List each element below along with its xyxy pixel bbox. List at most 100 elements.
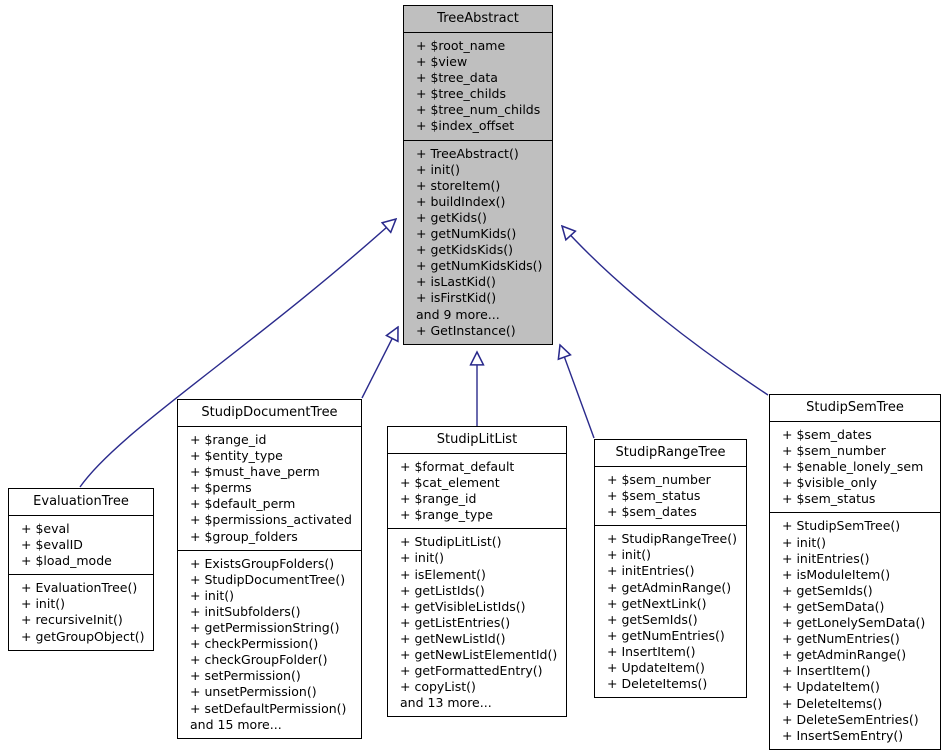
method-row: + TreeAbstract() — [416, 145, 519, 161]
method-row: + EvaluationTree() — [21, 580, 138, 596]
method-row: + init() — [416, 161, 460, 177]
method-row: + getListIds() — [400, 582, 485, 598]
method-row: + checkPermission() — [190, 636, 319, 652]
more-members-label: and 15 more... — [190, 716, 282, 732]
attribute-row: + $range_id — [400, 491, 477, 507]
method-row: + getKids() — [416, 209, 487, 225]
methods-section: + EvaluationTree() + init() + recursiveI… — [9, 574, 153, 649]
attributes-section: + $sem_dates + $sem_number + $enable_lon… — [770, 421, 940, 512]
attribute-row: + $sem_number — [782, 443, 886, 459]
attribute-row: + $tree_childs — [416, 86, 506, 102]
methods-section: + StudipLitList() + init() + isElement()… — [388, 528, 566, 716]
method-row: + getNewListElementId() — [400, 647, 558, 663]
attributes-section: + $sem_number + $sem_status + $sem_dates — [595, 466, 746, 525]
edge-studip-sem-tree-to-tree-abstract — [562, 226, 769, 396]
class-box-studip-sem-tree[interactable]: StudipSemTree + $sem_dates + $sem_number… — [769, 394, 941, 750]
edge-studip-document-tree-to-tree-abstract — [361, 327, 398, 399]
attribute-row: + $default_perm — [190, 496, 296, 512]
attribute-row: + $sem_dates — [782, 427, 872, 442]
method-row: + init() — [400, 550, 444, 566]
method-row: + DeleteItems() — [607, 676, 708, 692]
method-row: + getKidsKids() — [416, 242, 513, 258]
method-row: + getNumEntries() — [607, 627, 725, 643]
method-row: + InsertSemEntry() — [782, 727, 904, 743]
class-box-studip-document-tree[interactable]: StudipDocumentTree + $range_id + $entity… — [177, 399, 362, 739]
attribute-row: + $load_mode — [21, 553, 112, 569]
attribute-row: + $tree_num_childs — [416, 102, 541, 118]
method-row: + unsetPermission() — [190, 684, 317, 700]
method-row: + getVisibleListIds() — [400, 598, 526, 614]
attribute-row: + $sem_dates — [607, 504, 697, 520]
methods-section: + StudipSemTree() + init() + initEntries… — [770, 512, 940, 748]
method-row: + getAdminRange() — [607, 579, 732, 595]
methods-section: + TreeAbstract() + init() + storeItem() … — [404, 139, 552, 344]
method-row: + checkGroupFolder() — [190, 652, 328, 668]
attribute-row: + $sem_status — [782, 491, 876, 507]
method-row: + DeleteItems() — [782, 695, 883, 711]
method-row: + init() — [21, 596, 65, 612]
method-row: + ExistsGroupFolders() — [190, 555, 335, 571]
method-row: + getNewListId() — [400, 630, 506, 646]
attribute-row: + $range_type — [400, 507, 493, 523]
method-row: + GetInstance() — [416, 322, 516, 338]
method-row: + getNumEntries() — [782, 631, 900, 647]
attribute-row: + $tree_data — [416, 70, 498, 86]
attributes-section: + $range_id + $entity_type + $must_have_… — [178, 426, 361, 550]
methods-section: + StudipRangeTree() + init() + initEntri… — [595, 525, 746, 697]
attribute-row: + $entity_type — [190, 448, 283, 464]
attribute-row: + $index_offset — [416, 118, 515, 134]
method-row: + setPermission() — [190, 668, 301, 684]
attributes-section: + $format_default + $cat_element + $rang… — [388, 453, 566, 528]
method-row: + initSubfolders() — [190, 603, 301, 619]
method-row: + buildIndex() — [416, 193, 506, 209]
more-members-label: and 13 more... — [400, 695, 492, 711]
method-row: + getSemIds() — [607, 611, 698, 627]
method-row: + StudipDocumentTree() — [190, 571, 346, 587]
methods-section: + ExistsGroupFolders() + StudipDocumentT… — [178, 549, 361, 738]
more-members-label: and 9 more... — [416, 306, 500, 322]
attribute-row: + $eval — [21, 521, 70, 536]
method-row: + init() — [782, 534, 826, 550]
class-title: StudipRangeTree — [615, 445, 726, 460]
method-row: + isElement() — [400, 566, 486, 582]
method-row: + UpdateItem() — [782, 679, 880, 695]
attribute-row: + $cat_element — [400, 475, 500, 491]
class-title: StudipSemTree — [806, 400, 904, 415]
class-title: EvaluationTree — [33, 494, 129, 509]
attribute-row: + $visible_only — [782, 475, 878, 491]
method-row: + DeleteSemEntries() — [782, 711, 919, 727]
method-row: + init() — [190, 587, 234, 603]
method-row: + getNextLink() — [607, 595, 707, 611]
method-row: + getNumKidsKids() — [416, 258, 543, 274]
attribute-row: + $must_have_perm — [190, 464, 320, 480]
class-title: StudipLitList — [436, 432, 518, 447]
method-row: + getFormattedEntry() — [400, 663, 543, 679]
method-row: + storeItem() — [416, 177, 501, 193]
attribute-row: + $sem_number — [607, 472, 711, 487]
method-row: + getGroupObject() — [21, 628, 145, 644]
attribute-row: + $view — [416, 54, 468, 70]
attribute-row: + $format_default — [400, 459, 515, 474]
method-row: + init() — [607, 547, 651, 563]
method-row: + getSemIds() — [782, 582, 873, 598]
class-box-studip-lit-list[interactable]: StudipLitList + $format_default + $cat_e… — [387, 426, 567, 718]
method-row: + getAdminRange() — [782, 647, 907, 663]
attribute-row: + $sem_status — [607, 488, 701, 504]
method-row: + setDefaultPermission() — [190, 700, 347, 716]
attribute-row: + $root_name — [416, 38, 506, 53]
method-row: + getSemData() — [782, 598, 885, 614]
method-row: + InsertItem() — [782, 663, 871, 679]
attribute-row: + $group_folders — [190, 528, 298, 544]
method-row: + isFirstKid() — [416, 290, 497, 306]
attribute-row: + $permissions_activated — [190, 512, 352, 528]
class-box-studip-range-tree[interactable]: StudipRangeTree + $sem_number + $sem_sta… — [594, 439, 747, 699]
method-row: + StudipSemTree() — [782, 518, 901, 534]
edge-studip-range-tree-to-tree-abstract — [560, 345, 595, 439]
method-row: + recursiveInit() — [21, 612, 123, 628]
class-box-evaluation-tree[interactable]: EvaluationTree + $eval + $evalID + $load… — [8, 488, 154, 651]
method-row: + isModuleItem() — [782, 566, 891, 582]
attributes-section: + $root_name + $view + $tree_data + $tre… — [404, 32, 552, 140]
class-box-tree-abstract[interactable]: TreeAbstract + $root_name + $view + $tre… — [403, 5, 553, 345]
class-title: StudipDocumentTree — [201, 405, 338, 420]
